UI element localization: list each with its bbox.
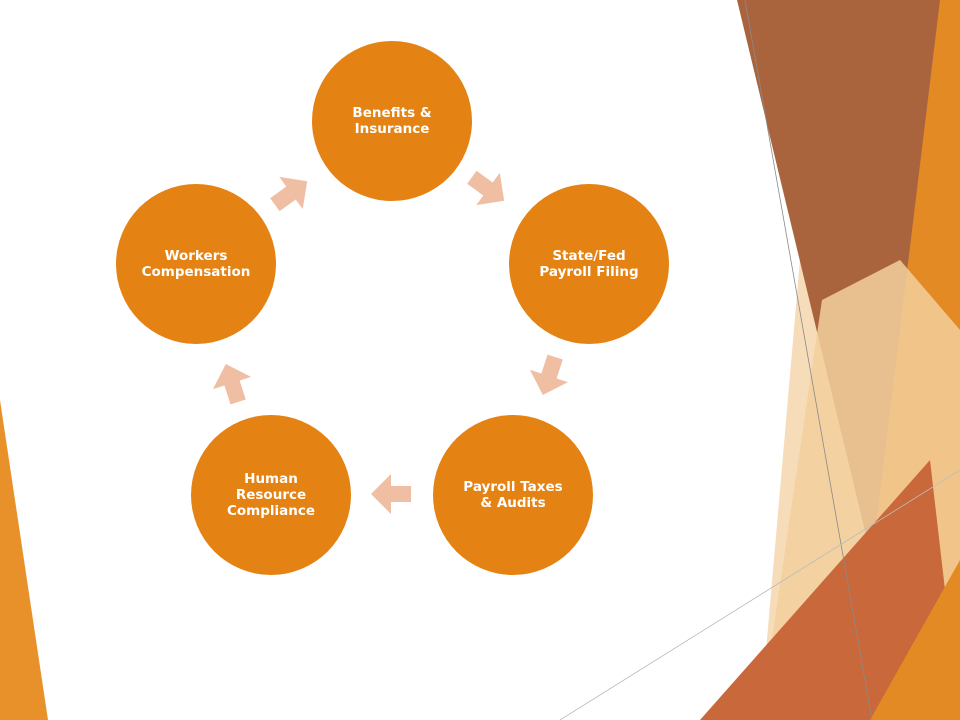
arrow-shape bbox=[467, 170, 505, 206]
cycle-node-state-fed: State/Fed Payroll Filing bbox=[509, 184, 669, 344]
node-label: Benefits & Insurance bbox=[352, 105, 432, 137]
node-label: Human Resource Compliance bbox=[226, 471, 316, 519]
node-label: Workers Compensation bbox=[141, 248, 251, 280]
node-label: Payroll Taxes & Audits bbox=[463, 479, 563, 511]
arrow-shape bbox=[529, 354, 569, 396]
left-accent-shape bbox=[0, 400, 48, 720]
right-brown-shape bbox=[737, 0, 940, 560]
cycle-node-workers-comp: Workers Compensation bbox=[116, 184, 276, 344]
decor-line-2 bbox=[559, 469, 960, 720]
arrow-shape bbox=[371, 474, 411, 514]
cycle-arrow-payroll-taxes-to-hr-compliance bbox=[371, 474, 411, 514]
decor-line-1 bbox=[744, 0, 873, 720]
cycle-arrow-hr-compliance-to-workers-comp bbox=[212, 363, 252, 405]
arrow-shape bbox=[270, 176, 308, 212]
cycle-arrow-workers-comp-to-benefits bbox=[270, 176, 308, 212]
node-label: State/Fed Payroll Filing bbox=[539, 248, 639, 280]
arrow-shape bbox=[212, 363, 252, 405]
cycle-node-hr-compliance: Human Resource Compliance bbox=[191, 415, 351, 575]
right-corner-shape bbox=[870, 560, 960, 720]
right-rust-shape bbox=[700, 460, 960, 720]
cycle-arrow-benefits-to-state-fed bbox=[467, 170, 505, 206]
cycle-arrow-state-fed-to-payroll-taxes bbox=[529, 354, 569, 396]
cycle-node-benefits: Benefits & Insurance bbox=[312, 41, 472, 201]
cycle-node-payroll-taxes: Payroll Taxes & Audits bbox=[433, 415, 593, 575]
